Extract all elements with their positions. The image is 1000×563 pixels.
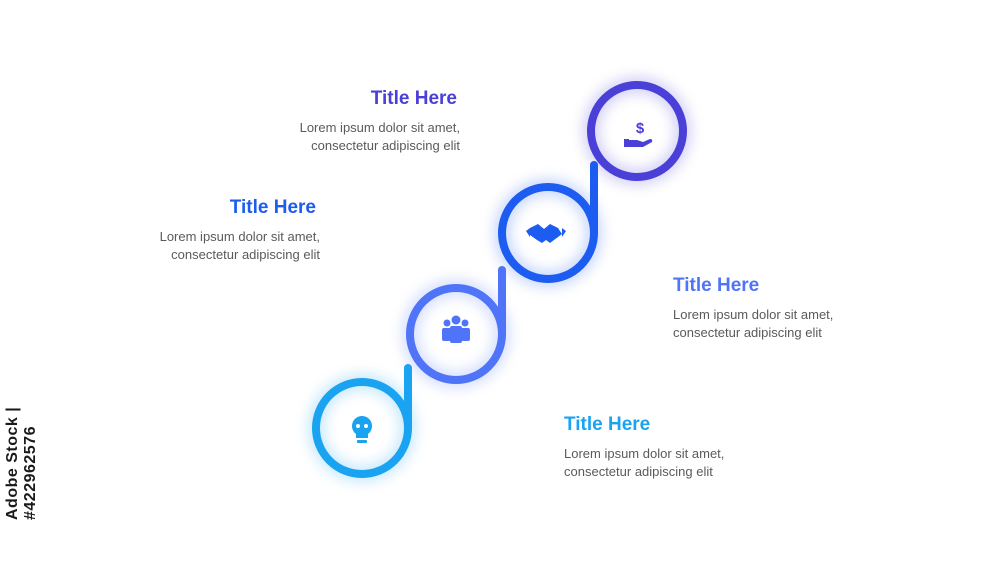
stock-id-label: Adobe Stock | #422962576 [4,406,39,520]
step-2-description-line-1: Lorem ipsum dolor sit amet, [673,307,834,322]
step-3-title: Title Here [229,197,316,218]
step-3-description: Lorem ipsum dolor sit amet, consectetur … [60,228,320,264]
team-icon [442,315,470,343]
step-1-description-line-2: consectetur adipiscing elit [564,464,713,479]
handshake-icon [526,224,566,243]
step-3-ring [497,161,598,284]
step-1-title: Title Here [564,414,651,435]
step-2-description-line-2: consectetur adipiscing elit [673,325,822,340]
step-4-ring [587,81,687,181]
step-3-description-line-1: Lorem ipsum dolor sit amet, [159,229,320,244]
step-3-description-line-2: consectetur adipiscing elit [171,247,320,262]
svg-text:$: $ [636,120,645,137]
lightbulb-icon [352,416,372,443]
step-2-ring [405,266,506,385]
step-2-description: Lorem ipsum dolor sit amet, consectetur … [673,306,933,342]
step-1-description: Lorem ipsum dolor sit amet, consectetur … [564,445,824,481]
step-4-description-line-2: consectetur adipiscing elit [311,138,460,153]
money-hand-icon: $ [624,120,653,147]
step-4-description-line-1: Lorem ipsum dolor sit amet, [299,120,460,135]
step-4-title: Title Here [370,88,457,109]
step-1-ring [312,364,413,478]
step-4-description: Lorem ipsum dolor sit amet, consectetur … [200,119,460,155]
step-1-description-line-1: Lorem ipsum dolor sit amet, [564,446,725,461]
step-2-title: Title Here [673,275,760,296]
